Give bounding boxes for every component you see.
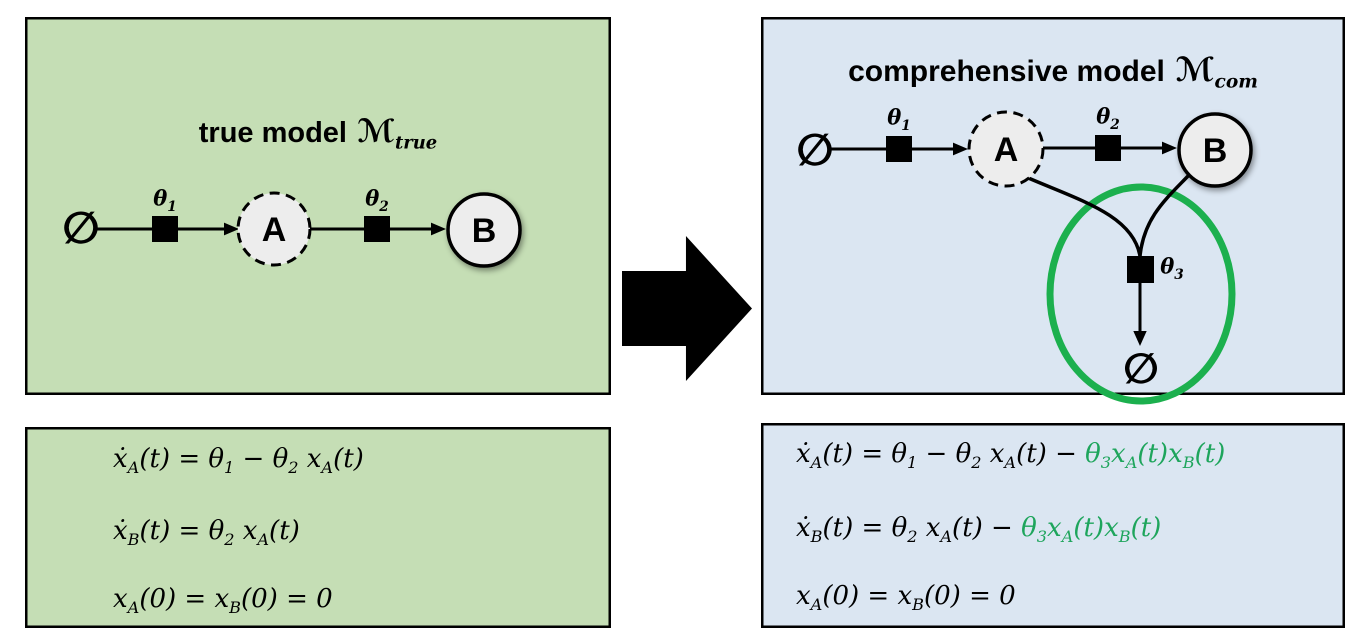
equation-initial-conditions: xA(0) = xB(0) = 0 xyxy=(113,584,333,618)
comprehensive-model-title: comprehensive model ℳcom xyxy=(761,51,1345,93)
true-model-title-text: true model xyxy=(198,117,347,149)
comprehensive-model-title-symbol: ℳ xyxy=(1175,50,1215,89)
node-a-label: A xyxy=(993,131,1019,169)
equation-xb-dot: ẋB(t) = θ2 xA(t) xyxy=(113,516,300,550)
node-b-label: B xyxy=(1202,132,1228,170)
comprehensive-model-panel: comprehensive model ℳcom ∅ θ1 θ2 A B θ3 ∅ xyxy=(761,17,1345,405)
arrowhead-into-a xyxy=(953,142,968,156)
empty-set-source-symbol: ∅ xyxy=(796,125,834,176)
equation-xa-dot: ẋA(t) = θ1 − θ2 xA(t) − θ3xA(t)xB(t) xyxy=(796,439,1226,473)
highlight-ellipse xyxy=(1046,183,1236,405)
arrowhead-into-a xyxy=(224,222,239,236)
degradation-curve-from-b xyxy=(1138,173,1191,257)
theta2-rate-square xyxy=(364,216,390,242)
equation-xa-dot: ẋA(t) = θ1 − θ2 xA(t) xyxy=(113,444,364,478)
theta1-rate-square xyxy=(886,136,912,162)
theta2-label: θ2 xyxy=(365,185,389,215)
theta2-rate-square xyxy=(1095,135,1121,161)
transform-arrow-icon xyxy=(622,236,752,381)
node-b-circle xyxy=(1177,112,1253,188)
arrowhead-into-sink xyxy=(1133,331,1147,346)
theta1-label: θ1 xyxy=(887,104,911,134)
node-a-circle xyxy=(236,191,312,267)
comprehensive-model-diagram xyxy=(831,110,1253,405)
comprehensive-model-equations-box: ẋA(t) = θ1 − θ2 xA(t) − θ3xA(t)xB(t) ẋB(… xyxy=(761,423,1345,628)
theta1-label: θ1 xyxy=(153,185,177,215)
degradation-curve-from-a xyxy=(1025,175,1142,257)
arrowhead-into-b xyxy=(431,222,446,236)
theta3-label: θ3 xyxy=(1160,253,1184,283)
true-model-diagram xyxy=(97,191,522,268)
node-a-circle xyxy=(967,110,1045,188)
node-b-label: B xyxy=(471,212,497,250)
theta3-rate-square xyxy=(1127,256,1154,283)
true-model-equations-box: ẋA(t) = θ1 − θ2 xA(t) ẋB(t) = θ2 xA(t) x… xyxy=(25,427,611,628)
empty-set-sink-symbol: ∅ xyxy=(1123,344,1159,393)
node-a-label: A xyxy=(261,211,287,249)
comprehensive-model-title-text: comprehensive model xyxy=(848,55,1165,88)
equation-xb-dot: ẋB(t) = θ2 xA(t) − θ3xA(t)xB(t) xyxy=(796,513,1162,547)
true-model-title-subscript: true xyxy=(394,132,438,154)
equation-initial-conditions: xA(0) = xB(0) = 0 xyxy=(796,581,1016,615)
theta1-rate-square xyxy=(152,216,178,242)
node-b-circle xyxy=(446,192,522,268)
theta2-label: θ2 xyxy=(1096,103,1120,133)
true-model-title: true model ℳtrue xyxy=(25,113,611,154)
true-model-panel: true model ℳtrue ∅ θ1 θ2 A B xyxy=(25,17,611,395)
true-model-title-symbol: ℳ xyxy=(357,112,395,150)
arrowhead-into-b xyxy=(1162,141,1177,155)
comprehensive-model-title-subscript: com xyxy=(1214,71,1258,93)
empty-set-source-symbol: ∅ xyxy=(62,203,100,254)
